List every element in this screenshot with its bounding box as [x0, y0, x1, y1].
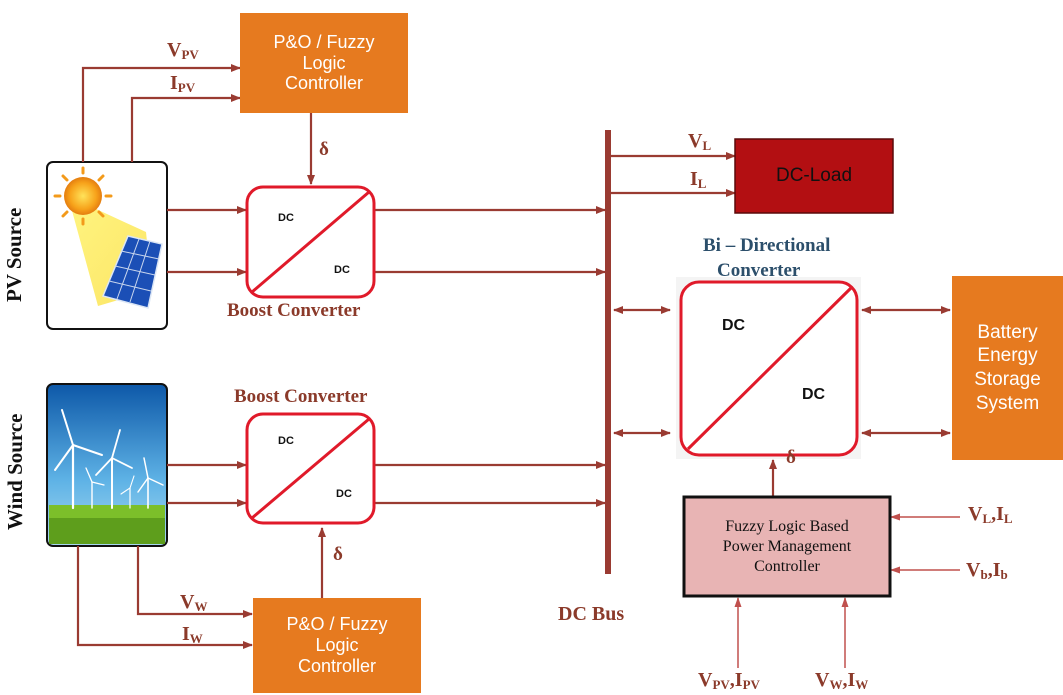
wind-turbine-icon — [54, 409, 164, 510]
wind-boost-dc-top: DC — [278, 435, 294, 447]
battery-storage-box: Battery Energy Storage System — [952, 276, 1063, 460]
wind-current-label: IW — [182, 623, 203, 646]
dc-bus-bar — [605, 130, 611, 574]
pv-boost-dc-bottom: DC — [334, 264, 350, 276]
pv-controller-line3: Controller — [284, 73, 364, 94]
wind-boost-converter — [245, 412, 376, 525]
pv-source-image — [46, 161, 168, 330]
pv-mppt-controller: P&O / Fuzzy Logic Controller — [240, 13, 408, 113]
bidir-title-line2: Converter — [717, 260, 801, 281]
bidirectional-converter — [676, 277, 861, 459]
wind-controller-line3: Controller — [297, 655, 377, 676]
pmc-line3: Controller — [754, 557, 820, 575]
pv-current-label: IPV — [170, 72, 196, 95]
wind-source-image — [46, 383, 168, 547]
pmc-input-battery: Vb,Ib — [966, 559, 1008, 582]
bidir-dc-top: DC — [722, 317, 746, 334]
pv-controller-line2: Logic — [302, 52, 346, 73]
battery-line1: Battery — [977, 321, 1038, 343]
pmc-label: Fuzzy Logic Based Power Management Contr… — [684, 497, 890, 596]
wires — [76, 64, 951, 649]
battery-line3: Storage — [974, 369, 1041, 390]
battery-line4: System — [975, 392, 1040, 414]
pv-boost-converter — [245, 185, 376, 299]
sun-icon — [53, 166, 113, 226]
pv-boost-dc-top: DC — [278, 212, 294, 224]
pv-delta-label: δ — [319, 139, 329, 160]
wind-current-line — [76, 546, 253, 649]
dc-load-label: DC-Load — [775, 165, 853, 187]
bidir-title-line1: Bi – Directional — [703, 235, 831, 256]
pmc-box — [682, 495, 892, 598]
wind-boost-title: Boost Converter — [234, 386, 368, 407]
pmc-input-load: VL,IL — [968, 503, 1013, 526]
wind-delta-label: δ — [333, 544, 343, 565]
wind-controller-line1: P&O / Fuzzy — [286, 614, 388, 635]
load-voltage-label: VL — [688, 130, 712, 153]
pmc-input-pv: VPV,IPV — [698, 669, 760, 692]
wind-controller-line2: Logic — [315, 635, 359, 656]
pv-controller-line1: P&O / Fuzzy — [273, 31, 375, 52]
pmc-line1: Fuzzy Logic Based — [725, 517, 849, 535]
bidir-dc-bottom: DC — [802, 386, 826, 403]
pmc-input-wires — [734, 513, 960, 668]
load-current-label: IL — [690, 168, 707, 191]
wind-voltage-line — [136, 546, 253, 618]
wind-voltage-label: VW — [180, 591, 208, 614]
battery-line2: Energy — [977, 345, 1038, 367]
pv-voltage-line — [81, 64, 241, 162]
wind-mppt-controller: P&O / Fuzzy Logic Controller — [253, 598, 421, 693]
bidir-delta-label: δ — [786, 447, 796, 468]
wind-source-label: Wind Source — [3, 413, 27, 530]
wind-boost-dc-bottom: DC — [336, 488, 352, 500]
pmc-input-wind: VW,IW — [815, 669, 869, 692]
pmc-line2: Power Management — [722, 537, 852, 555]
pv-source-label: PV Source — [2, 207, 26, 302]
dc-load-box — [734, 138, 894, 214]
pv-boost-title: Boost Converter — [227, 300, 361, 321]
pv-voltage-label: VPV — [167, 39, 199, 62]
dc-bus-label: DC Bus — [558, 603, 625, 625]
solar-panel-icon — [101, 235, 163, 309]
pv-current-line — [130, 94, 241, 162]
